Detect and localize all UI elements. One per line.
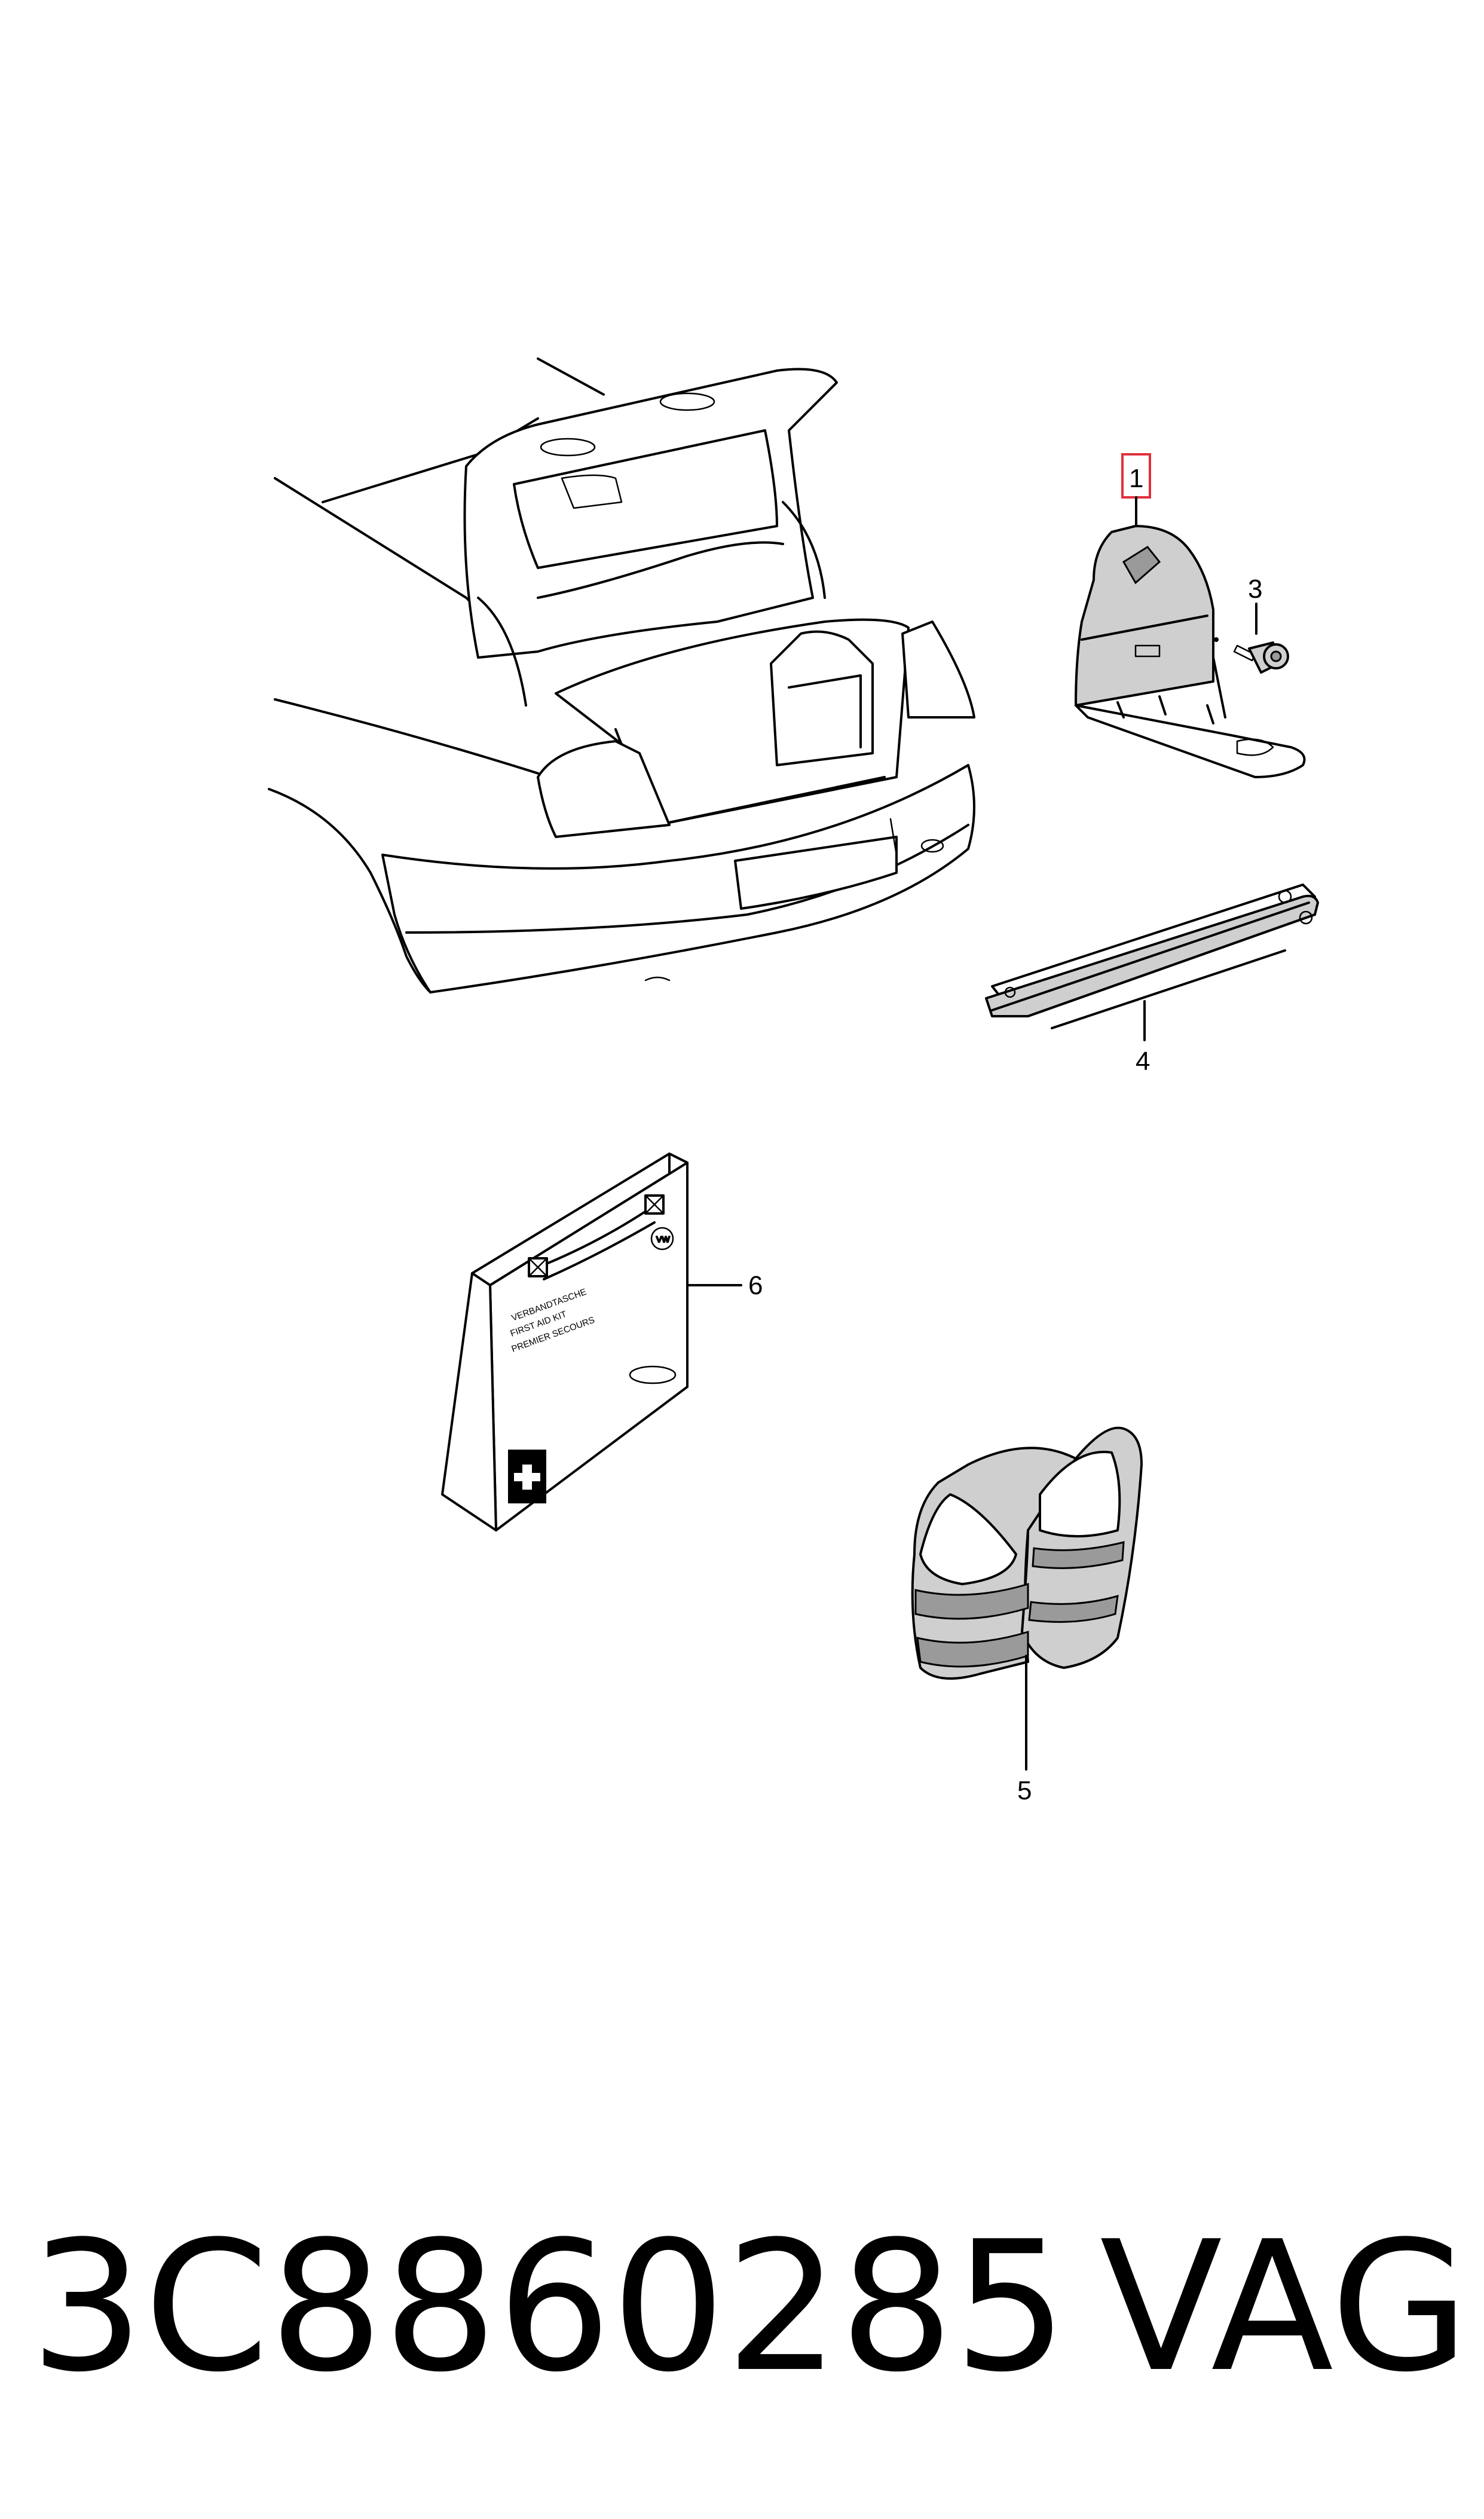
jack-holder-part[interactable]: 1 (1075, 453, 1306, 778)
highlight-box-part-1 (1121, 453, 1151, 499)
svg-text:VW: VW (656, 1234, 670, 1244)
screw-part[interactable]: 3 (1214, 574, 1289, 674)
vehicle-rear-illustration (268, 357, 975, 993)
warning-vest-part[interactable]: 5 (911, 1426, 1143, 1805)
callout-6: 6 (748, 1271, 763, 1300)
callout-5: 5 (1017, 1776, 1032, 1805)
jack-part[interactable]: 4 (985, 884, 1319, 1076)
callout-1: 1 (1129, 464, 1143, 493)
first-aid-kit-part[interactable]: VW VERBANDTASCHE FIRST AID KIT PREMIER S… (441, 1152, 763, 1531)
brand-label: VAG (1100, 2203, 1470, 2411)
part-number: 3C8860285 (30, 2203, 1068, 2411)
callout-3: 3 (1248, 574, 1262, 604)
callout-4: 4 (1136, 1047, 1150, 1076)
